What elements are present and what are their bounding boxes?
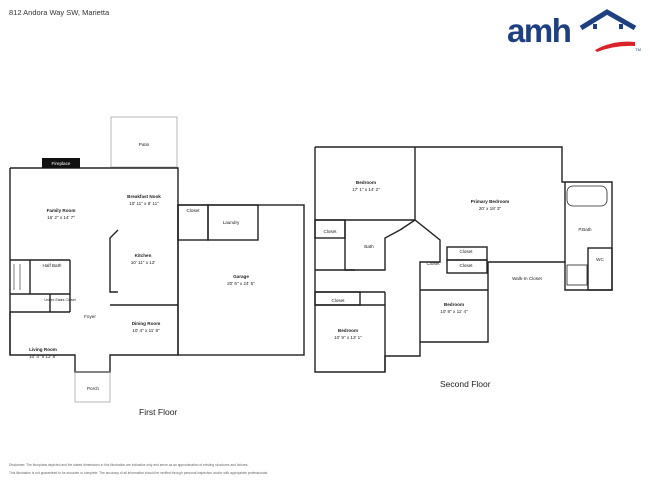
room-label: Dining Room bbox=[132, 321, 161, 326]
room-label: Porch bbox=[87, 386, 99, 391]
room-label: Living Room bbox=[29, 347, 57, 352]
room-label: Patio bbox=[139, 142, 150, 147]
room-label: Bedroom bbox=[444, 302, 464, 307]
room-dims: 10' 8" x 11' 4" bbox=[440, 309, 468, 314]
house-roof-icon bbox=[579, 9, 637, 52]
room-label: Walk-In Closet bbox=[512, 276, 542, 281]
room-label: Kitchen bbox=[135, 253, 152, 258]
second-floor-walls bbox=[314, 146, 613, 373]
room-label: Closet bbox=[186, 208, 200, 213]
room-dims: 20' 6" x 24' 5" bbox=[227, 281, 255, 286]
room-label: Closet bbox=[459, 263, 473, 268]
room-dims: 10' 11" x 8' 11" bbox=[129, 201, 159, 206]
room-label: Closet bbox=[323, 229, 337, 234]
room-dims: 10' 9" x 13' 1" bbox=[334, 335, 362, 340]
room-label: Closet bbox=[459, 249, 473, 254]
logo-wordmark: amh bbox=[507, 12, 572, 49]
room-dims: 16' 2" x 14' 7" bbox=[47, 215, 75, 220]
room-dims: 20' x 18' 3" bbox=[479, 206, 502, 211]
room-label: Bath bbox=[364, 244, 374, 249]
room-label: Bedroom bbox=[338, 328, 358, 333]
room-label: Breakfast Nook bbox=[127, 194, 161, 199]
room-label: WC bbox=[596, 257, 604, 262]
room-label: Under-Stairs Closet bbox=[44, 298, 75, 302]
room-label: Closet bbox=[331, 298, 345, 303]
room-label: Bedroom bbox=[356, 180, 376, 185]
room-dims: 10' 4" x 11' 8" bbox=[132, 328, 160, 333]
disclaimer-line-1: Disclaimer: The floorplans depicted and … bbox=[9, 463, 249, 467]
room-label: Garage bbox=[233, 274, 249, 279]
first-floor-labels: Patio Fireplace Breakfast Nook 10' 11" x… bbox=[29, 142, 255, 391]
room-dims: 10' 4" x 12' 8" bbox=[29, 354, 57, 359]
room-label: Laundry bbox=[223, 220, 240, 225]
room-dims: 10' 11" x 12' bbox=[131, 260, 156, 265]
room-label: Half Bath bbox=[43, 263, 62, 268]
second-floor-labels: Bedroom 17' 1" x 14' 2" Primary Bedroom … bbox=[323, 180, 604, 340]
room-label: P.Bath bbox=[578, 227, 592, 232]
disclaimer-line-2: This illustration is not guaranteed to b… bbox=[9, 471, 269, 475]
room-label: Closet bbox=[426, 261, 440, 266]
second-floor-label: Second Floor bbox=[440, 379, 491, 389]
amh-logo: amh TM bbox=[503, 6, 643, 56]
first-floor-label: First Floor bbox=[139, 407, 178, 417]
room-label: Primary Bedroom bbox=[471, 199, 510, 204]
room-label: Family Room bbox=[47, 208, 76, 213]
property-address: 812 Andora Way SW, Marietta bbox=[9, 8, 110, 17]
first-floor-walls bbox=[9, 116, 305, 403]
room-label: Fireplace bbox=[52, 161, 71, 166]
room-label: Foyer bbox=[84, 314, 96, 319]
fireplace-block bbox=[42, 158, 80, 168]
logo-trademark: TM bbox=[635, 47, 641, 52]
room-dims: 17' 1" x 14' 2" bbox=[352, 187, 380, 192]
